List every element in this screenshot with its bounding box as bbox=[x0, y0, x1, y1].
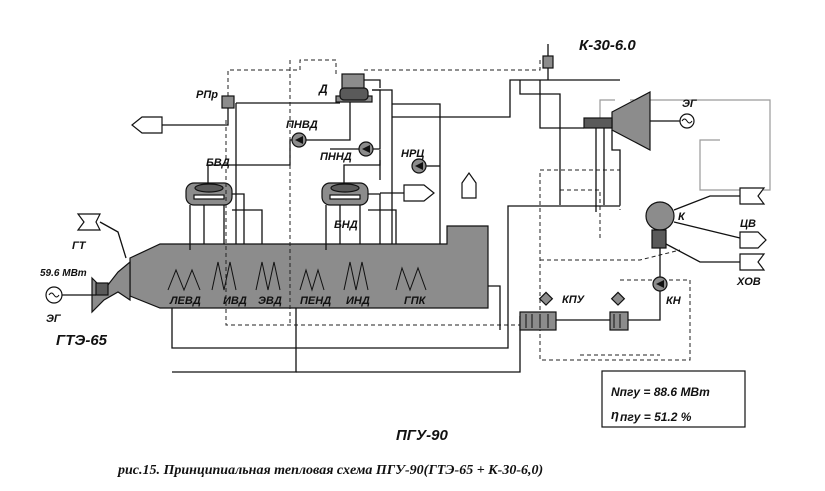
label-d: Д bbox=[318, 82, 328, 96]
diagram-title: ПГУ-90 bbox=[396, 427, 448, 444]
label-hov: ХОВ bbox=[736, 276, 761, 288]
label-bvd: БВД bbox=[206, 157, 230, 169]
label-eg-right: ЭГ bbox=[682, 98, 698, 110]
kpu-valve-left-icon bbox=[538, 291, 554, 306]
label-k: К bbox=[678, 211, 686, 223]
label-cv: ЦВ bbox=[740, 218, 756, 230]
label-pnnd: ПННД bbox=[320, 151, 352, 163]
label-evd: ЭВД bbox=[258, 295, 282, 307]
result-power: Nпгу = 88.6 МВт bbox=[611, 385, 710, 399]
label-gpk: ГПК bbox=[404, 295, 427, 307]
condenser bbox=[645, 195, 741, 263]
label-eg-left: ЭГ bbox=[46, 313, 62, 325]
label-kpu: КПУ bbox=[562, 294, 586, 306]
label-levd: ЛЕВД bbox=[169, 295, 201, 307]
result-eta-symbol: η bbox=[611, 407, 619, 422]
turbine-label: К-30-6.0 bbox=[579, 37, 636, 54]
label-ivd: ИВД bbox=[223, 295, 247, 307]
results-box bbox=[601, 370, 746, 428]
drum-hp bbox=[185, 182, 233, 206]
label-pnvd: ПНВД bbox=[286, 119, 318, 131]
figure-caption: рис.15. Принципиальная тепловая схема ПГ… bbox=[117, 463, 543, 478]
label-gt: ГТ bbox=[72, 240, 87, 252]
kpu-valve-right-icon bbox=[610, 291, 626, 306]
rpr-valve-icon bbox=[221, 95, 235, 109]
power-value: 59.6 МВт bbox=[40, 268, 87, 279]
gas-turbine-label: ГТЭ-65 bbox=[56, 332, 108, 349]
steam-turbine bbox=[559, 91, 695, 212]
label-ind: ИНД bbox=[346, 295, 370, 307]
result-efficiency: пгу = 51.2 % bbox=[620, 410, 692, 424]
drum-lp bbox=[321, 182, 369, 206]
label-nrc: НРЦ bbox=[401, 148, 424, 160]
deaerator bbox=[335, 73, 373, 103]
label-pend: ПЕНД bbox=[300, 295, 331, 307]
label-kn: КН bbox=[666, 295, 682, 307]
label-bnd: БНД bbox=[334, 219, 358, 231]
gas-turbine bbox=[45, 213, 131, 314]
hrsg-boiler bbox=[129, 225, 489, 309]
kpu-heaters bbox=[519, 311, 629, 331]
label-rpr: РПр bbox=[196, 89, 218, 101]
steam-valve-top-icon bbox=[542, 55, 554, 69]
